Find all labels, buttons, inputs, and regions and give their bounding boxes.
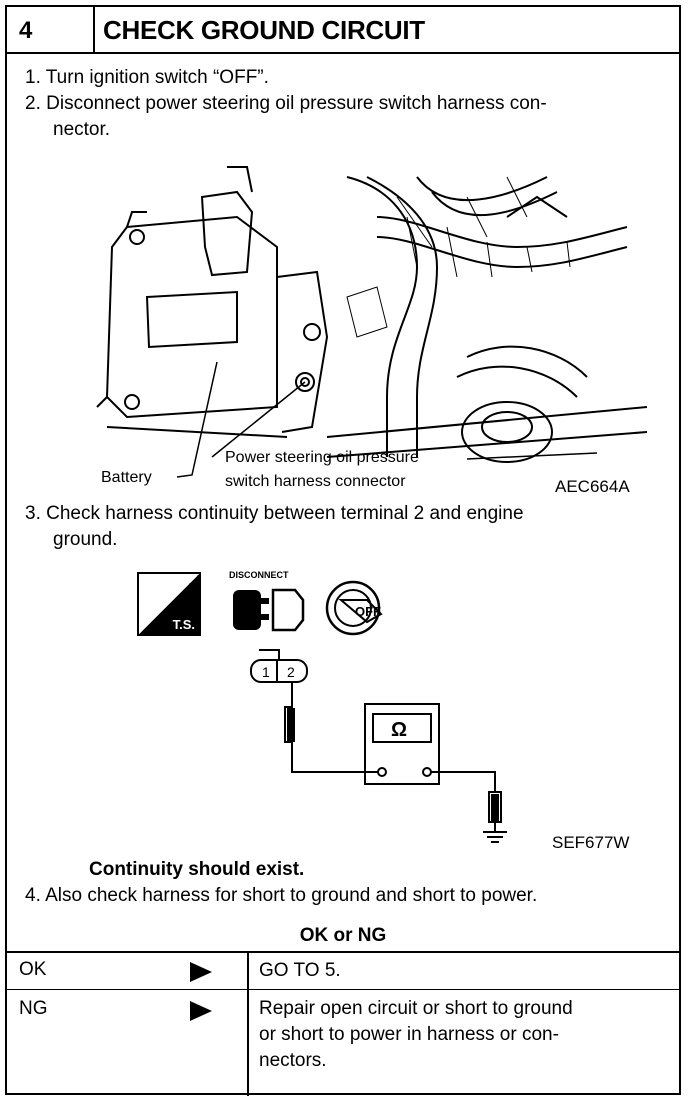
terminal-2-label: 2 bbox=[287, 664, 295, 680]
arrow-right-icon bbox=[190, 1001, 212, 1021]
procedure-page: 4 CHECK GROUND CIRCUIT 1. Turn ignition … bbox=[5, 5, 681, 1096]
decision-action-ng-line1: Repair open circuit or short to ground bbox=[259, 998, 573, 1019]
step-2-text: 2. Disconnect power steering oil pressur… bbox=[25, 93, 547, 114]
off-label: OFF bbox=[355, 604, 381, 619]
step-1-text: 1. Turn ignition switch “OFF”. bbox=[25, 67, 269, 88]
continuity-test-diagram: T.S. DISCONNECT OFF bbox=[137, 570, 537, 852]
connector-label-line2: switch harness connector bbox=[225, 473, 406, 490]
step-4-text: 4. Also check harness for short to groun… bbox=[25, 885, 538, 906]
decision-row-ok: OK GO TO 5. bbox=[7, 953, 679, 990]
column-divider bbox=[247, 953, 249, 990]
decision-title: OK or NG bbox=[299, 925, 387, 946]
column-divider bbox=[247, 990, 249, 1096]
ohmmeter-symbol: Ω bbox=[391, 719, 407, 741]
engine-bay-illustration: Battery Power steering oil pressure swit… bbox=[87, 157, 648, 497]
step-3-text-cont: ground. bbox=[53, 529, 118, 550]
figure-2-code: SEF677W bbox=[552, 833, 630, 852]
decision-table: OK GO TO 5. NG Repair open circuit or sh… bbox=[7, 951, 679, 1096]
step-2-text-cont: nector. bbox=[53, 119, 111, 140]
decision-key-ng: NG bbox=[19, 998, 48, 1019]
disconnect-connector-icon bbox=[233, 588, 305, 632]
step-header: 4 CHECK GROUND CIRCUIT bbox=[7, 7, 679, 54]
decision-row-ng: NG Repair open circuit or short to groun… bbox=[7, 990, 679, 1096]
ignition-key-off-icon: OFF bbox=[325, 580, 383, 636]
step-title: CHECK GROUND CIRCUIT bbox=[103, 15, 425, 45]
continuity-result: Continuity should exist. bbox=[89, 859, 305, 880]
arrow-right-icon bbox=[190, 962, 212, 982]
ts-label: T.S. bbox=[172, 617, 195, 632]
decision-key-ok: OK bbox=[19, 959, 47, 980]
decision-action-ng-line2: or short to power in harness or con- bbox=[259, 1024, 559, 1045]
connector-label-line1: Power steering oil pressure bbox=[225, 449, 419, 466]
engine-bay-drawing bbox=[96, 166, 648, 478]
test-symbol-icon: T.S. bbox=[137, 572, 201, 636]
step-3-text: 3. Check harness continuity between term… bbox=[25, 503, 524, 524]
disconnect-label: DISCONNECT bbox=[229, 570, 289, 580]
decision-action-ok: GO TO 5. bbox=[259, 960, 341, 981]
step-number: 4 bbox=[7, 7, 95, 52]
test-wiring: 1 2 Ω bbox=[250, 649, 507, 843]
battery-label: Battery bbox=[101, 469, 152, 486]
terminal-1-label: 1 bbox=[262, 664, 270, 680]
figure-1-code: AEC664A bbox=[555, 477, 630, 496]
decision-action-ng-line3: nectors. bbox=[259, 1050, 327, 1071]
